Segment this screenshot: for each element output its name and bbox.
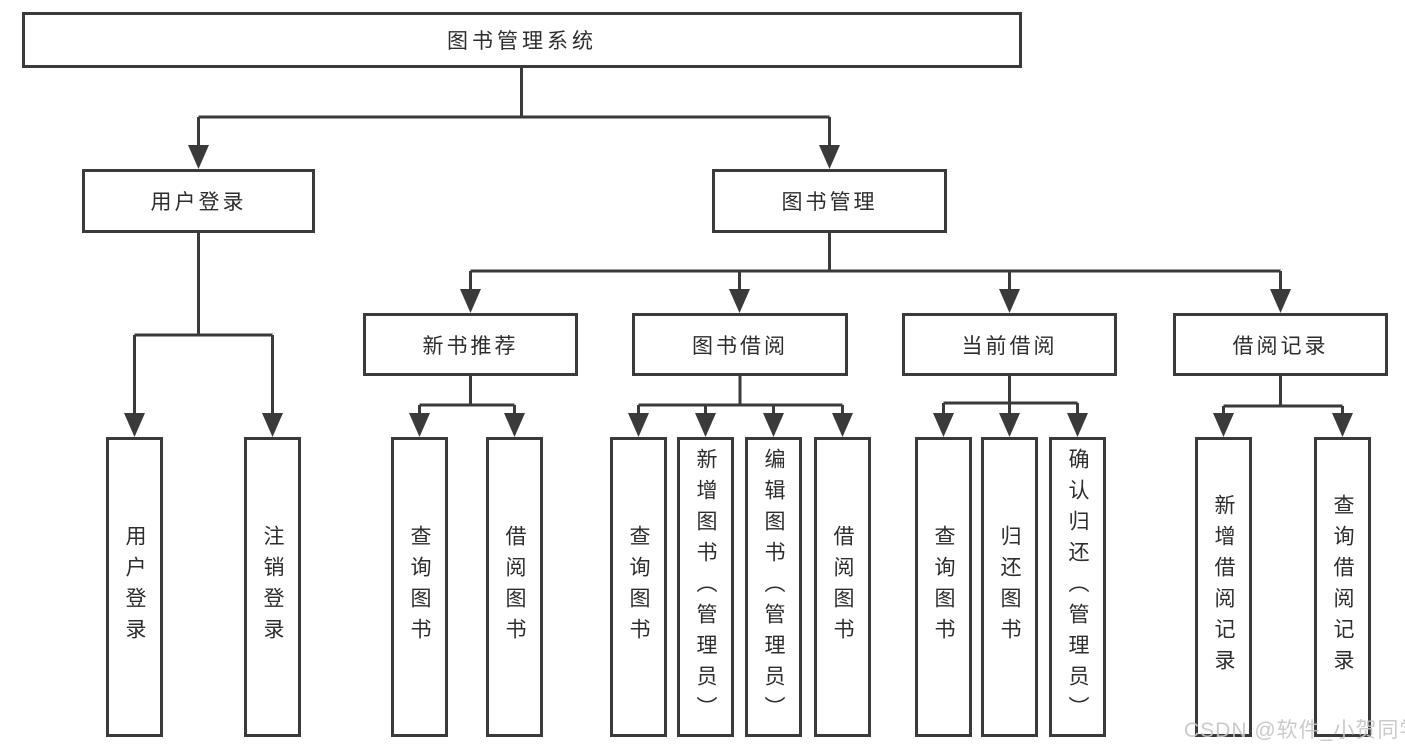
arrowhead [832, 413, 853, 437]
node-label: 新书推荐 [422, 334, 519, 358]
node-book-borrow: 图书借阅 [632, 313, 848, 376]
leaf-logout: 注销登录 [244, 437, 301, 737]
leaf-user-login: 用户登录 [106, 437, 163, 737]
node-new-book-recommend: 新书推荐 [363, 313, 578, 376]
leaf-label: 归还图书 [998, 525, 1021, 649]
connector-user-login-split [133, 233, 274, 418]
arrowhead [999, 413, 1020, 437]
node-label: 用户登录 [150, 191, 247, 214]
node-label: 图书管理 [781, 191, 878, 214]
arrowhead [819, 145, 840, 169]
leaf-label: 新增借阅记录 [1212, 494, 1235, 680]
node-user-login: 用户登录 [82, 169, 315, 233]
leaf-query-book-borrow: 查询图书 [610, 437, 667, 737]
node-current-borrow: 当前借阅 [902, 313, 1117, 376]
connector-book-mgmt-split [469, 233, 1282, 294]
connector-current-borrow-split [942, 376, 1079, 418]
node-label: 图书借阅 [692, 334, 788, 358]
leaf-confirm-return-admin: 确认归还（管理员） [1049, 437, 1106, 737]
arrowhead [999, 289, 1020, 313]
arrowhead [628, 413, 649, 437]
arrowhead [1067, 413, 1088, 437]
leaf-return-book: 归还图书 [981, 437, 1038, 737]
connector-new-book-rec-split [418, 376, 516, 418]
arrowhead [729, 289, 750, 313]
leaf-label: 编辑图书（管理员） [762, 447, 785, 727]
leaf-label: 查询借阅记录 [1331, 494, 1354, 680]
connector-borrow-records-split [1222, 376, 1344, 418]
leaf-add-book-admin: 新增图书（管理员） [677, 437, 734, 737]
arrowhead [124, 413, 145, 437]
leaf-query-borrow-record: 查询借阅记录 [1314, 437, 1371, 737]
leaf-label: 新增图书（管理员） [694, 447, 717, 727]
leaf-query-book-recommend: 查询图书 [391, 437, 448, 737]
arrowhead [1332, 413, 1353, 437]
leaf-label: 查询图书 [627, 525, 650, 649]
leaf-borrow-book: 借阅图书 [814, 437, 871, 737]
leaf-edit-book-admin: 编辑图书（管理员） [745, 437, 802, 737]
leaf-label: 注销登录 [261, 525, 284, 649]
node-label: 图书管理系统 [447, 30, 597, 53]
arrowhead [933, 413, 954, 437]
node-library-system: 图书管理系统 [22, 12, 1022, 68]
arrowhead [409, 413, 430, 437]
leaf-label: 借阅图书 [831, 525, 854, 649]
node-book-management: 图书管理 [712, 169, 947, 233]
arrowhead [504, 413, 525, 437]
node-label: 当前借阅 [961, 334, 1058, 358]
leaf-label: 查询图书 [408, 525, 431, 649]
arrowhead [262, 413, 283, 437]
connector-book-borrow-split [637, 376, 844, 418]
leaf-label: 用户登录 [123, 525, 146, 649]
leaf-label: 借阅图书 [503, 525, 526, 649]
leaf-label: 查询图书 [932, 525, 955, 649]
arrowhead [1213, 413, 1234, 437]
arrowhead [1270, 289, 1291, 313]
leaf-borrow-book-recommend: 借阅图书 [486, 437, 543, 737]
node-borrow-records: 借阅记录 [1173, 313, 1388, 376]
arrowhead [188, 145, 209, 169]
node-label: 借阅记录 [1232, 334, 1329, 358]
arrowhead [695, 413, 716, 437]
leaf-query-book-current: 查询图书 [915, 437, 972, 737]
arrowhead [763, 413, 784, 437]
leaf-add-borrow-record: 新增借阅记录 [1195, 437, 1252, 737]
leaf-label: 确认归还（管理员） [1066, 447, 1089, 727]
watermark: CSDN @软件_小贺同学 [1184, 719, 1405, 742]
arrowhead [460, 289, 481, 313]
connector-root-to-level1 [197, 68, 831, 150]
